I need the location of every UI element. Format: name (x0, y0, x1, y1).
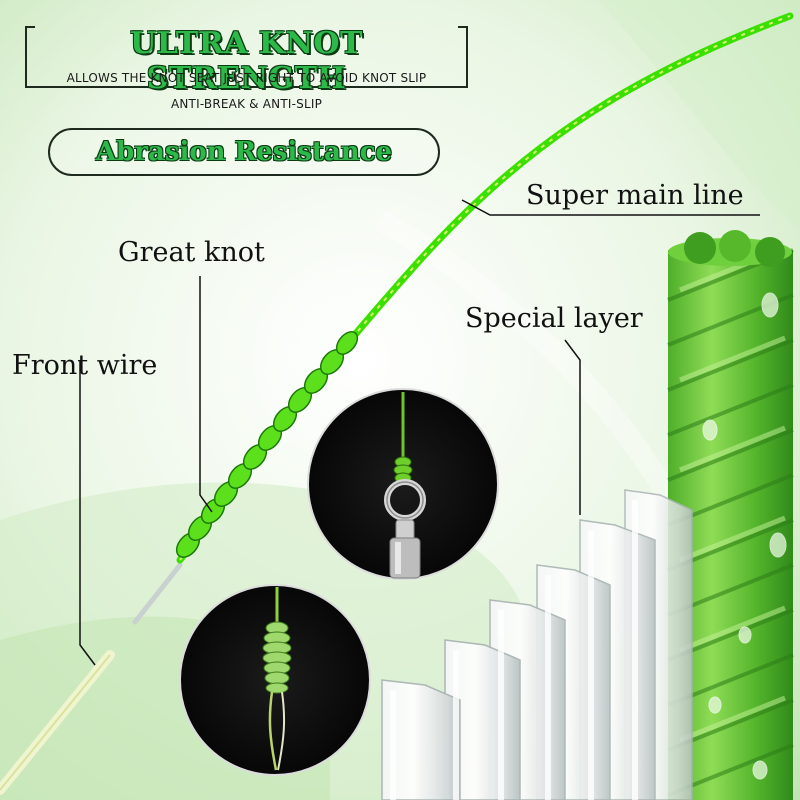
callout-special-layer: Special layer (465, 303, 643, 334)
main-headline: ULTRA KNOT STRENGTH (130, 26, 363, 96)
callout-great-knot: Great knot (118, 237, 265, 268)
feature-badge-label: Abrasion Resistance (95, 137, 393, 167)
title-frame: ULTRA KNOT STRENGTH ALLOWS THE KNOT SEAT… (25, 26, 468, 96)
tagline: ANTI-BREAK & ANTI-SLIP (170, 97, 323, 111)
callout-front-wire: Front wire (12, 350, 158, 381)
feature-badge: Abrasion Resistance (48, 128, 440, 176)
headline-subtitle: ALLOWS THE KNOT SEAT JUST RIGHT TO AVOID… (66, 71, 427, 85)
callout-super-main-line: Super main line (526, 180, 744, 211)
